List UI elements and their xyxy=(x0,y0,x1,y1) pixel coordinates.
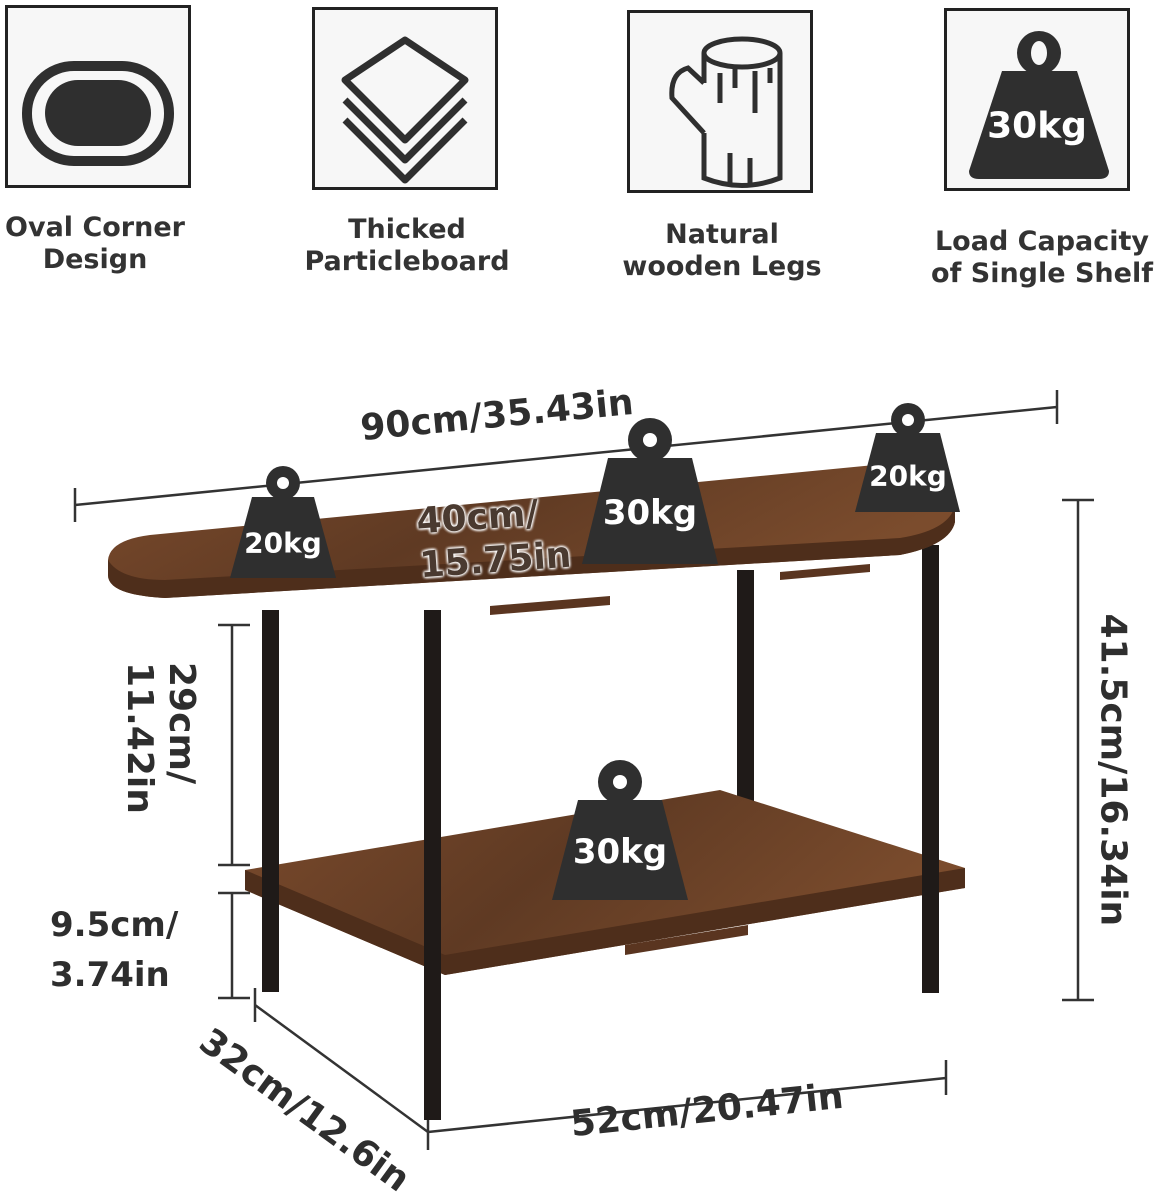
table-leg xyxy=(424,610,441,1120)
feature-label-load-capacity: Load Capacity of Single Shelf xyxy=(922,226,1162,290)
weight-icon xyxy=(230,466,336,578)
weight-icon xyxy=(582,418,718,564)
label-line: Particleboard xyxy=(304,246,510,277)
dimension-clearance: 9.5cm/ 3.74in xyxy=(50,900,178,1000)
table-leg xyxy=(922,545,939,993)
log-icon xyxy=(669,36,783,188)
weight-icon xyxy=(552,760,688,900)
dimension-height: 41.5cm/16.34in xyxy=(1092,613,1134,927)
label-line: Thicked xyxy=(348,214,466,245)
label-line: 9.5cm/ xyxy=(50,905,179,945)
feature-label-oval-corner: Oval Corner Design xyxy=(0,212,215,276)
feature-particleboard-box xyxy=(312,7,498,190)
feature-label-wooden-legs: Natural wooden Legs xyxy=(602,219,842,283)
label-line: Design xyxy=(42,244,148,275)
layers-icon xyxy=(341,36,469,184)
label-line: 29cm/ xyxy=(161,662,202,785)
label-line: Natural xyxy=(665,219,779,250)
dimension-width: 40cm/ 15.75in xyxy=(415,490,573,588)
load-top-right: 20kg xyxy=(869,459,947,493)
feature-oval-corner-box xyxy=(5,5,191,188)
label-line: Load Capacity xyxy=(934,226,1150,257)
label-line: 11.42in xyxy=(119,662,160,814)
table-leg xyxy=(737,570,754,832)
label-line: wooden Legs xyxy=(622,251,822,282)
load-top-left: 20kg xyxy=(244,526,322,560)
dimension-shelf-gap: 29cm/ 11.42in xyxy=(118,662,202,832)
feature-wooden-legs-box xyxy=(627,10,813,193)
label-line: Oval Corner xyxy=(5,212,185,243)
table-leg xyxy=(262,610,279,992)
weight-icon xyxy=(969,31,1109,179)
label-line: 3.74in xyxy=(50,955,170,995)
load-top-center: 30kg xyxy=(602,493,698,533)
feature-label-particleboard: Thicked Particleboard xyxy=(287,214,527,278)
feature-load-capacity-box: 30kg xyxy=(944,8,1130,191)
load-capacity-icon-text: 30kg xyxy=(987,105,1087,147)
label-line: of Single Shelf xyxy=(931,258,1153,289)
weight-icon xyxy=(855,403,960,512)
oval-icon xyxy=(22,61,174,166)
load-bottom-shelf: 30kg xyxy=(572,832,668,872)
